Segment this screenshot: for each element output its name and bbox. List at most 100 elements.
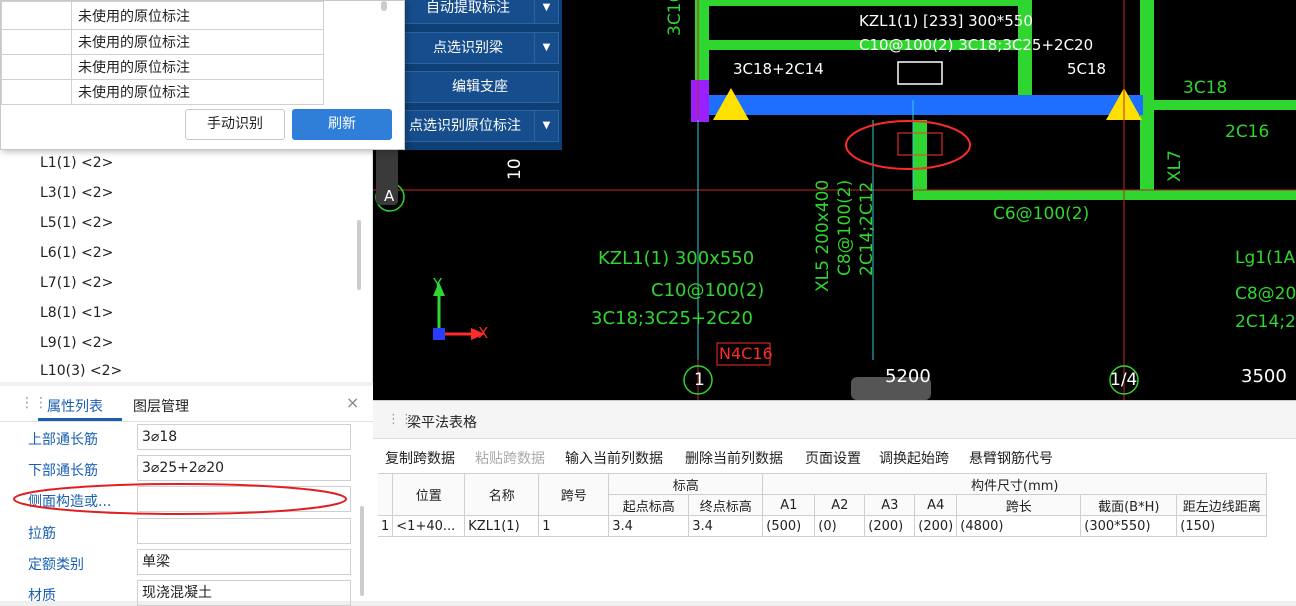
table-row[interactable]: 未使用的原位标注 xyxy=(71,29,324,55)
table-cell[interactable]: (150) xyxy=(1176,515,1268,537)
cad-canvas[interactable]: KZL1(1) [233] 300*550 C10@100(2) 3C18;3C… xyxy=(373,0,1296,400)
col-header[interactable]: A2 xyxy=(814,494,866,516)
prop-value[interactable]: 现浇混凝土 xyxy=(137,580,351,606)
delete-column-button[interactable]: 删除当前列数据 xyxy=(685,451,783,467)
pick-in-situ-button[interactable]: 点选识别原位标注 ▼ xyxy=(395,110,559,142)
green-beam-7 xyxy=(1140,100,1296,110)
table-row[interactable]: 未使用的原位标注 xyxy=(71,79,324,105)
highlight-ellipse xyxy=(13,483,347,515)
paste-span-button[interactable]: 粘贴跨数据 xyxy=(475,451,545,467)
ucs-y-arrow xyxy=(433,282,445,296)
col-header[interactable]: 截面(B*H) xyxy=(1080,494,1178,516)
edit-support-button[interactable]: 编辑支座 xyxy=(401,71,559,103)
table-cell[interactable]: 3.4 xyxy=(688,515,764,537)
collapse-handle[interactable] xyxy=(851,377,931,400)
scrollbar[interactable] xyxy=(357,220,361,290)
table-cell[interactable]: (300*550) xyxy=(1080,515,1178,537)
cad-text: N4C16 xyxy=(719,344,773,363)
scrollbar[interactable] xyxy=(381,1,387,11)
col-header[interactable]: A3 xyxy=(864,494,916,516)
copy-span-button[interactable]: 复制跨数据 xyxy=(385,451,455,467)
col-header[interactable]: 终点标高 xyxy=(688,494,764,516)
input-column-button[interactable]: 输入当前列数据 xyxy=(565,451,663,467)
n4c16-box xyxy=(716,342,771,366)
left-collapse-tab[interactable] xyxy=(376,145,398,205)
col-header[interactable]: 构件尺寸(mm) xyxy=(762,473,1268,495)
list-item[interactable]: L9(1) <2> xyxy=(40,335,114,351)
col-header[interactable]: 位置 xyxy=(392,473,466,516)
dimension-label: 5200 xyxy=(885,366,931,387)
cad-text: 5C18 xyxy=(1067,60,1107,78)
table-cell[interactable]: (0) xyxy=(814,515,866,537)
prop-label: 下部通长筋 xyxy=(28,463,98,479)
component-tree: L1(1) <2> L3(1) <2> L5(1) <2> L6(1) <2> … xyxy=(0,150,373,382)
dropdown-arrow-icon[interactable]: ▼ xyxy=(534,33,558,63)
list-item[interactable]: L1(1) <2> xyxy=(40,155,114,171)
list-item[interactable]: L7(1) <2> xyxy=(40,275,114,291)
cad-text: C10@100(2) xyxy=(651,280,765,301)
table-row[interactable]: 1 <1+40... KZL1(1) 1 3.4 3.4 (500) (0) (… xyxy=(378,515,1268,537)
axis-bubble-1 xyxy=(683,365,713,395)
pick-beam-button[interactable]: 点选识别梁 ▼ xyxy=(401,32,559,64)
table-cell[interactable]: (4800) xyxy=(956,515,1082,537)
table-row[interactable]: 未使用的原位标注 xyxy=(71,1,324,30)
table-cell[interactable]: (200) xyxy=(864,515,916,537)
col-header[interactable]: 跨号 xyxy=(538,473,610,516)
cantilever-code-button[interactable]: 悬臂钢筋代号 xyxy=(969,451,1053,467)
prop-value[interactable]: 单梁 xyxy=(137,549,351,575)
cad-text: C8@100(2) xyxy=(835,179,855,276)
dropdown-arrow-icon[interactable]: ▼ xyxy=(534,0,558,23)
ucs-origin xyxy=(433,328,445,340)
page-setup-button[interactable]: 页面设置 xyxy=(805,451,861,467)
col-header[interactable]: A1 xyxy=(762,494,816,516)
col-header[interactable]: 距左边线距离 xyxy=(1176,494,1268,516)
cad-text: 3C18 xyxy=(1183,78,1228,98)
table-cell[interactable]: KZL1(1) xyxy=(464,515,540,537)
axis-label: 1 xyxy=(694,370,705,390)
drag-handle-icon[interactable]: ⋮⋮ xyxy=(20,395,48,411)
selected-beam xyxy=(703,95,1143,115)
auto-extract-button[interactable]: 自动提取标注 ▼ xyxy=(401,0,559,24)
refresh-button[interactable]: 刷新 xyxy=(292,109,392,140)
table-cell[interactable]: 1 xyxy=(538,515,610,537)
cad-text: 10 xyxy=(505,158,525,180)
scrollbar[interactable] xyxy=(360,506,364,596)
cad-text: 2C14;2C xyxy=(1235,312,1296,332)
dropdown-arrow-icon[interactable]: ▼ xyxy=(534,111,558,141)
table-cell[interactable]: 3.4 xyxy=(608,515,690,537)
drag-handle-icon[interactable]: ⋮⋮ xyxy=(387,412,413,427)
row-index: 1 xyxy=(378,515,394,537)
col-header[interactable]: A4 xyxy=(914,494,958,516)
cad-drawing[interactable] xyxy=(373,0,1296,400)
tab-layers[interactable]: 图层管理 xyxy=(133,399,189,415)
table-cell[interactable]: <1+40... xyxy=(392,515,466,537)
annotation-table: 未使用的原位标注 未使用的原位标注 未使用的原位标注 未使用的原位标注 xyxy=(1,1,324,105)
list-item[interactable]: L8(1) <1> xyxy=(40,305,114,321)
cad-text: Lg1(1A) xyxy=(1235,248,1296,268)
green-beam-4 xyxy=(695,40,1025,50)
table-row[interactable]: 未使用的原位标注 xyxy=(71,54,324,80)
prop-value[interactable]: 3⌀25+2⌀20 xyxy=(137,455,351,481)
prop-value[interactable] xyxy=(137,486,351,512)
close-icon[interactable]: × xyxy=(346,393,360,412)
table-cell[interactable]: (500) xyxy=(762,515,816,537)
table-cell[interactable]: (200) xyxy=(914,515,958,537)
col-header[interactable]: 名称 xyxy=(464,473,540,516)
col-header[interactable]: 标高 xyxy=(608,473,764,495)
list-item[interactable]: L10(3) <2> xyxy=(40,363,123,379)
tab-attributes[interactable]: 属性列表 xyxy=(47,399,103,415)
ucs-x-label: X xyxy=(478,324,489,342)
prop-label: 材质 xyxy=(28,588,56,604)
beam-table: 位置 名称 跨号 标高 构件尺寸(mm) 起点标高 终点标高 A1 A2 A3 … xyxy=(378,473,1268,537)
prop-value[interactable]: 3⌀18 xyxy=(137,424,351,450)
col-header[interactable]: 起点标高 xyxy=(608,494,690,516)
manual-recognize-button[interactable]: 手动识别 xyxy=(185,109,285,140)
beam-table-panel: ⋮⋮ 梁平法表格 复制跨数据 粘贴跨数据 输入当前列数据 删除当前列数据 页面设… xyxy=(373,400,1296,601)
list-item[interactable]: L3(1) <2> xyxy=(40,185,114,201)
cad-text: 2C16 xyxy=(1225,122,1270,142)
prop-value[interactable] xyxy=(137,518,351,544)
list-item[interactable]: L6(1) <2> xyxy=(40,245,114,261)
swap-start-span-button[interactable]: 调换起始跨 xyxy=(879,451,949,467)
col-header[interactable]: 跨长 xyxy=(956,494,1082,516)
list-item[interactable]: L5(1) <2> xyxy=(40,215,114,231)
